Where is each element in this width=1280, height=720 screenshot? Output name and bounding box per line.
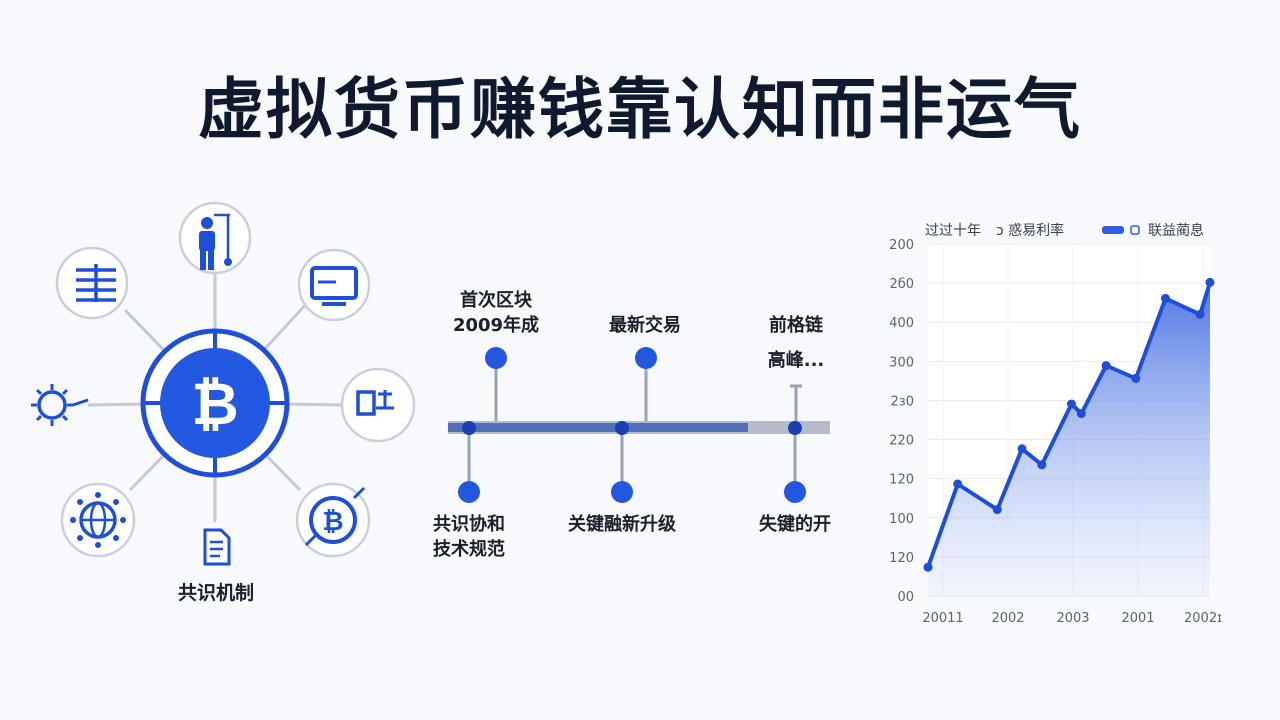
- timeline-label: 共识协和: [433, 513, 505, 535]
- chart-point: [1131, 373, 1141, 383]
- chart-point: [953, 479, 963, 489]
- chart-series-line: [926, 281, 1212, 568]
- chart-point: [1037, 460, 1047, 470]
- milestone-dot: [784, 481, 806, 503]
- person-icon: [178, 201, 252, 275]
- legend-label: 过过十年: [925, 223, 981, 239]
- document-icon: [340, 367, 416, 443]
- timeline-label: 最新交易: [609, 314, 681, 336]
- file-icon: [203, 528, 231, 566]
- y-tick-label: 2б0: [889, 277, 914, 292]
- bitcoin-hub: ₿: [140, 328, 290, 478]
- chart-y-ticks: 200 2б0 400 300 2з0 220 120 100 120 00: [889, 238, 914, 605]
- network-caption: 共识机制: [178, 581, 254, 604]
- globe-icon: [60, 482, 136, 558]
- network-diagram: ₿ ₿: [31, 201, 416, 604]
- legend-swatch: [1130, 225, 1140, 235]
- x-tick-label: 2001: [1121, 611, 1154, 626]
- x-tick-label: 20011: [922, 611, 963, 626]
- timeline-label: 失键的开: [759, 513, 831, 535]
- y-tick-label: 2з0: [891, 394, 914, 409]
- chart-point: [1195, 309, 1205, 319]
- x-tick-label: 2003: [1056, 611, 1089, 626]
- y-tick-label: 120: [889, 551, 914, 566]
- chart-area-fill: [928, 282, 1210, 596]
- chart-point: [923, 562, 933, 572]
- page-title: 虚拟货币赚钱靠认知而非运气: [198, 71, 1082, 148]
- chart-points: [923, 277, 1215, 572]
- y-tick-label: 200: [889, 238, 914, 253]
- monitor-icon: [297, 248, 371, 322]
- y-tick-label: 400: [889, 316, 914, 331]
- chart-point: [992, 505, 1002, 515]
- chart-point: [1076, 409, 1086, 419]
- y-tick-label: 300: [889, 355, 914, 370]
- y-tick-label: 220: [889, 434, 914, 449]
- timeline-label: 技术规范: [433, 538, 505, 560]
- chart-point: [1160, 293, 1170, 303]
- y-tick-label: 100: [889, 512, 914, 527]
- milestone-dot: [611, 481, 633, 503]
- x-tick-label: 2002ɪ: [1184, 611, 1222, 626]
- timeline: 首次区块 2009年成 最新交易 前格链 高峰... 共识协和 技术规范 关键融…: [433, 289, 831, 560]
- legend-label: ɔ 惑易利率: [996, 222, 1064, 239]
- milestone-dot: [635, 347, 657, 369]
- svg-text:₿: ₿: [322, 507, 343, 537]
- chart-x-ticks: 20011 2002 2003 2001 2002ɪ: [922, 611, 1222, 626]
- server-icon: [55, 246, 129, 320]
- y-tick-label: 00: [897, 590, 914, 605]
- timeline-label: 关键融新升级: [568, 513, 677, 535]
- legend-label: 联益蔺息: [1148, 222, 1204, 239]
- y-tick-label: 120: [889, 473, 914, 488]
- timeline-label: 首次区块: [460, 289, 533, 311]
- legend-swatch: [1102, 226, 1124, 234]
- chart-point: [1101, 361, 1111, 371]
- sun-icon: [31, 384, 89, 426]
- svg-text:₿: ₿: [191, 370, 238, 438]
- chart-point: [1017, 444, 1027, 454]
- chart-point: [1205, 277, 1215, 287]
- x-tick-label: 2002: [991, 611, 1024, 626]
- milestone-dot: [485, 347, 507, 369]
- timeline-label: 高峰...: [768, 349, 825, 371]
- milestone-dot: [458, 481, 480, 503]
- bitcoin-icon: [160, 348, 270, 458]
- timeline-label: 前格链: [769, 314, 824, 336]
- bitcoin-coin-icon: ₿: [295, 482, 371, 558]
- chart-point: [1066, 399, 1076, 409]
- timeline-label: 2009年成: [453, 314, 539, 336]
